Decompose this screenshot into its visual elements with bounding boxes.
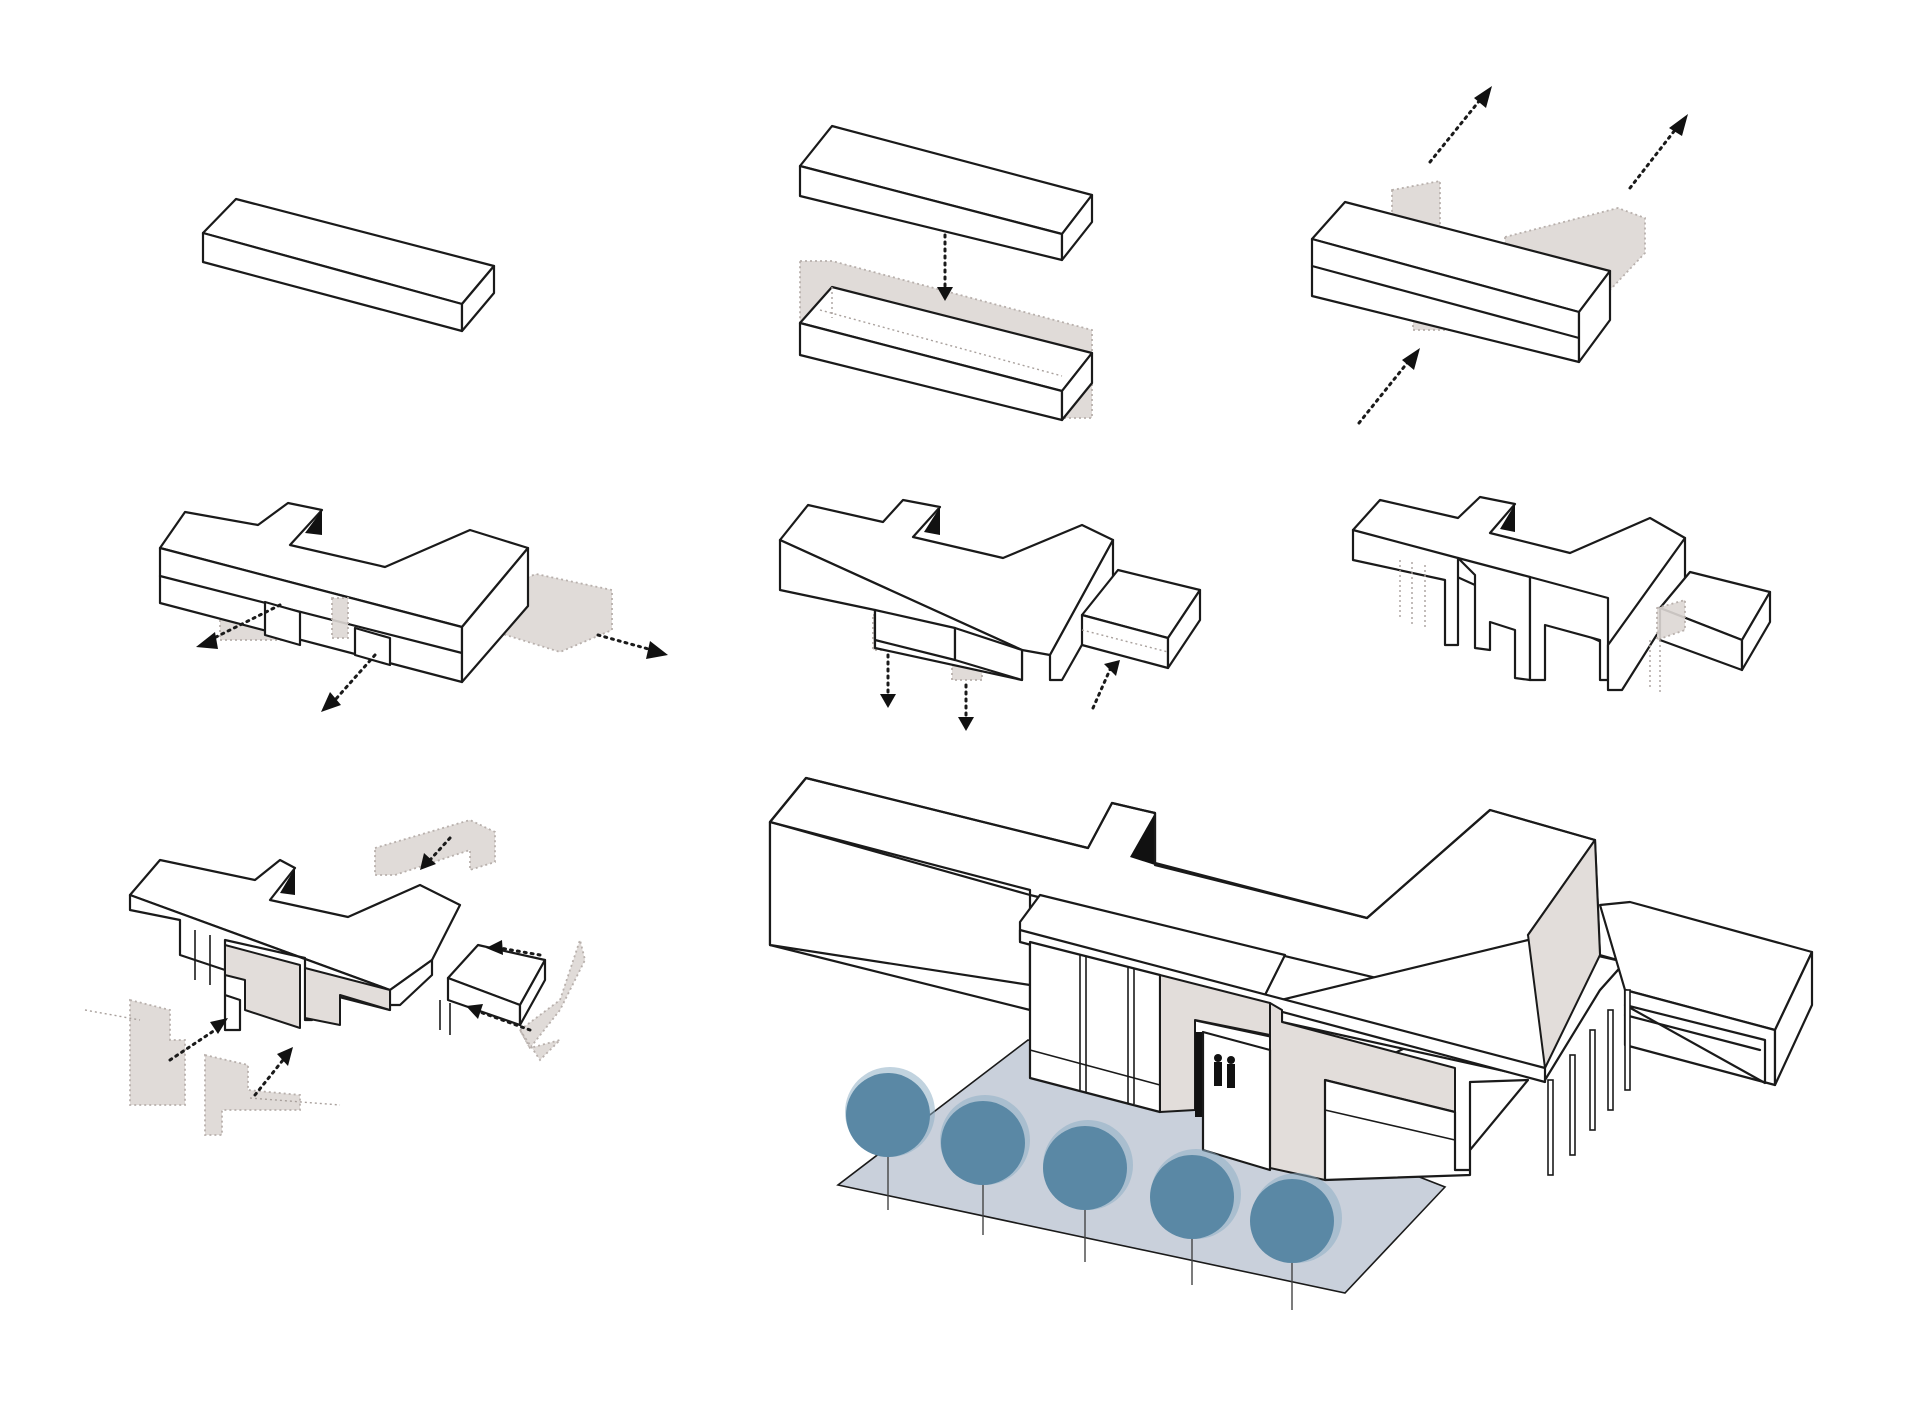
arrow-left-icon [208, 603, 282, 642]
step-7-screens [84, 819, 586, 1136]
arrow-left-icon-3 [478, 1010, 532, 1032]
final-perspective [768, 776, 1814, 1310]
tree-4 [1150, 1149, 1241, 1285]
tree-1 [845, 1067, 935, 1210]
arrow-up-right-icon-4 [168, 1028, 217, 1062]
tree-2 [940, 1095, 1030, 1235]
step-5-carved-mass [778, 498, 1202, 731]
people-icon [1214, 1054, 1235, 1088]
tree-3 [1043, 1120, 1133, 1262]
step-4-notched-mass [158, 501, 668, 712]
step-6-columns [1351, 495, 1772, 695]
step-1-single-volume [201, 197, 496, 333]
step-3-extrusions [1310, 86, 1688, 425]
arrow-down-left-icon [333, 653, 377, 702]
arrow-up-right-icon-2 [1628, 128, 1677, 190]
tree-5 [1250, 1173, 1342, 1310]
arrow-down-icon-4 [428, 836, 452, 862]
arrow-up-right-icon-3 [1357, 360, 1410, 425]
arrow-right-icon [596, 633, 654, 652]
arrow-up-right-icon-5 [253, 1058, 285, 1097]
arrow-up-right-icon [1428, 98, 1482, 164]
arrow-left-icon-2 [498, 946, 542, 957]
arrow-up-icon [1091, 663, 1114, 710]
step-2-stacked-volumes [798, 124, 1094, 422]
